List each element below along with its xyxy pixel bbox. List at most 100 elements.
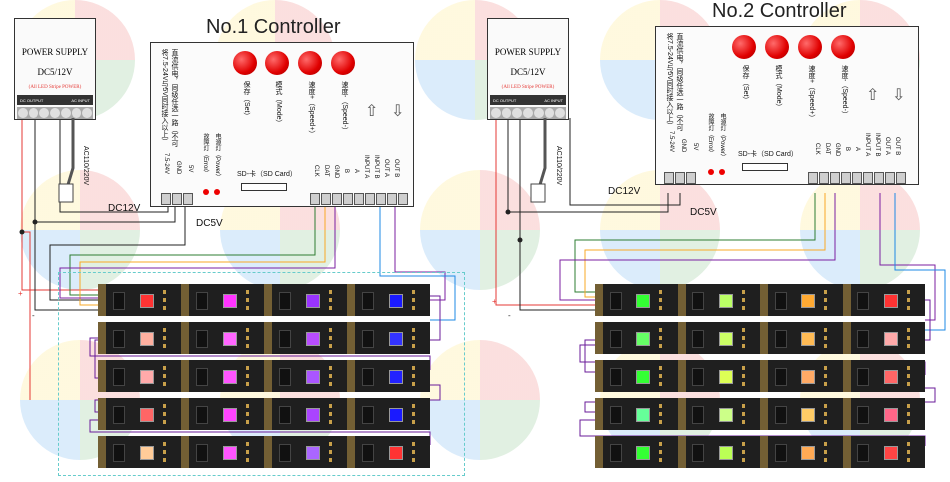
led-segment [842, 284, 926, 316]
power-indicator-label: 电源灯（Power） [214, 133, 220, 181]
controller-1-output-terminal [310, 193, 408, 205]
solder-pad [328, 450, 332, 454]
cut-pad [760, 436, 768, 468]
mode-button[interactable] [765, 35, 789, 59]
cut-pad [347, 322, 355, 354]
cut-pad [595, 398, 603, 430]
cut-pad [595, 360, 603, 392]
led-segment [98, 322, 181, 354]
solder-pad [824, 290, 828, 294]
power-terminal-label: 7.5-24V [668, 131, 674, 153]
solder-pad [906, 450, 910, 454]
solder-pad [824, 336, 828, 340]
led-strip [595, 360, 925, 392]
cut-pad [595, 322, 603, 354]
ic-chip [278, 406, 291, 424]
ic-chip [361, 444, 374, 462]
speed-up-label: 速度+（Speed+） [808, 65, 815, 122]
cut-pad [760, 284, 768, 316]
led-pixel [222, 446, 237, 460]
cut-pad [181, 398, 189, 430]
ac-input-label: AC INPUT [544, 97, 563, 103]
solder-pad [245, 374, 249, 378]
solder-pad [741, 290, 745, 294]
solder-pad [328, 290, 332, 294]
solder-pad [906, 382, 910, 386]
led-segment [347, 398, 430, 430]
svg-text:+: + [492, 297, 497, 306]
mode-button-label: 模式（Mode） [775, 65, 782, 111]
solder-pad [411, 328, 415, 332]
solder-pad [411, 336, 415, 340]
solder-pad [328, 328, 332, 332]
speed-up-button[interactable] [798, 35, 822, 59]
solder-pad [328, 442, 332, 446]
speed-down-label: 速度-（Speed-） [341, 81, 348, 134]
ic-chip [857, 368, 870, 386]
led-segment [595, 436, 678, 468]
solder-pad [162, 344, 166, 348]
power-supply-subtitle: (All LED Stripe POWER) [28, 85, 82, 90]
mode-button[interactable] [265, 51, 289, 75]
output-terminal-label: A [854, 147, 860, 152]
solder-pad [328, 336, 332, 340]
ic-chip [774, 406, 787, 424]
solder-pad [245, 420, 249, 424]
solder-pad [741, 298, 745, 302]
set-button[interactable] [233, 51, 257, 75]
led-pixel [139, 408, 154, 422]
led-pixel [883, 370, 898, 384]
error-led [708, 169, 714, 175]
set-button-label: 保存（Set） [243, 81, 250, 120]
led-segment [595, 398, 678, 430]
error-indicator-label: 故障灯（Error） [707, 113, 713, 157]
error-indicator-label: 故障灯（Error） [202, 133, 208, 177]
solder-pad [245, 412, 249, 416]
dc5v-label-left: DC5V [196, 218, 223, 229]
led-segment [760, 360, 843, 392]
led-pixel [305, 446, 320, 460]
solder-pad [162, 404, 166, 408]
ic-chip [609, 444, 622, 462]
sd-card-slot[interactable] [742, 163, 788, 171]
solder-pad [659, 450, 663, 454]
ic-chip [112, 330, 125, 348]
output-terminal-label: INPUT A [363, 155, 369, 179]
led-pixel [883, 332, 898, 346]
speed-up-button[interactable] [298, 51, 322, 75]
solder-pad [741, 328, 745, 332]
sd-card-slot[interactable] [241, 183, 287, 191]
ic-chip [692, 368, 705, 386]
dc12v-label-right: DC12V [608, 186, 641, 197]
led-pixel [801, 408, 816, 422]
led-strip [98, 398, 430, 430]
dc-output-label: DC OUTPUT [20, 97, 44, 103]
solder-pad [906, 298, 910, 302]
solder-pad [741, 374, 745, 378]
power-supply-title: POWER SUPPLY [494, 47, 562, 57]
ic-chip [361, 330, 374, 348]
ic-chip [857, 292, 870, 310]
speed-down-button[interactable] [331, 51, 355, 75]
controller-2-output-terminal [808, 172, 906, 184]
power-terminal-label: GND [680, 139, 686, 153]
output-terminal-label: INPUT B [373, 155, 379, 179]
solder-pad [328, 412, 332, 416]
led-segment [347, 360, 430, 392]
ic-chip [774, 292, 787, 310]
led-segment [181, 398, 264, 430]
led-segment [760, 322, 843, 354]
solder-pad [245, 344, 249, 348]
led-segment [842, 322, 926, 354]
ic-chip [609, 406, 622, 424]
power-supply-left: POWER SUPPLY DC5/12V (All LED Stripe POW… [14, 18, 96, 120]
solder-pad [328, 344, 332, 348]
led-segment [264, 436, 347, 468]
cut-pad [181, 436, 189, 468]
led-segment [842, 436, 926, 468]
led-pixel [305, 294, 320, 308]
speed-down-button[interactable] [831, 35, 855, 59]
set-button[interactable] [732, 35, 756, 59]
cut-pad [842, 398, 851, 430]
led-segment [264, 284, 347, 316]
